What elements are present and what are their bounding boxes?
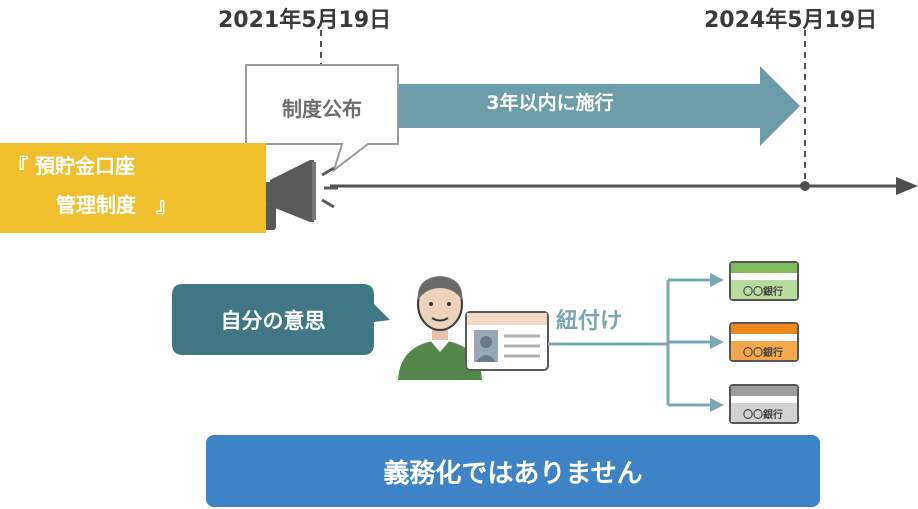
bank-card-3 — [729, 384, 799, 424]
system-name-line1: 『 預貯金口座 — [8, 154, 135, 178]
bank-card-2 — [729, 322, 799, 362]
intent-label: 自分の意思 — [220, 309, 326, 333]
bank-label-1: 〇〇銀行 — [743, 287, 783, 298]
announcement-label: 制度公布 — [282, 97, 362, 121]
bank-label-3: 〇〇銀行 — [743, 410, 783, 421]
end-date-marker — [800, 181, 810, 191]
timeline-arrowhead — [896, 177, 918, 195]
notice-banner — [206, 435, 820, 507]
system-name-box — [0, 143, 266, 233]
person-icon — [398, 276, 482, 380]
link-arrowhead-1 — [710, 273, 724, 287]
intent-bubble — [172, 284, 390, 355]
link-connectors — [548, 278, 712, 407]
megaphone-icon — [258, 160, 338, 230]
notice-banner-text: 義務化ではありません — [383, 459, 643, 489]
bank-label-2: 〇〇銀行 — [743, 348, 783, 359]
link-label: 紐付け — [556, 309, 623, 334]
start-date-label: 2021年5月19日 — [218, 8, 392, 33]
bank-card-1 — [729, 261, 799, 301]
period-arrow — [396, 66, 800, 146]
period-label: 3年以内に施行 — [486, 92, 614, 114]
link-arrowhead-2 — [710, 335, 724, 349]
id-card-icon — [465, 311, 549, 371]
end-date-label: 2024年5月19日 — [704, 8, 878, 33]
system-name-line2: 管理制度 』 — [56, 193, 176, 217]
link-arrowhead-3 — [710, 398, 724, 412]
